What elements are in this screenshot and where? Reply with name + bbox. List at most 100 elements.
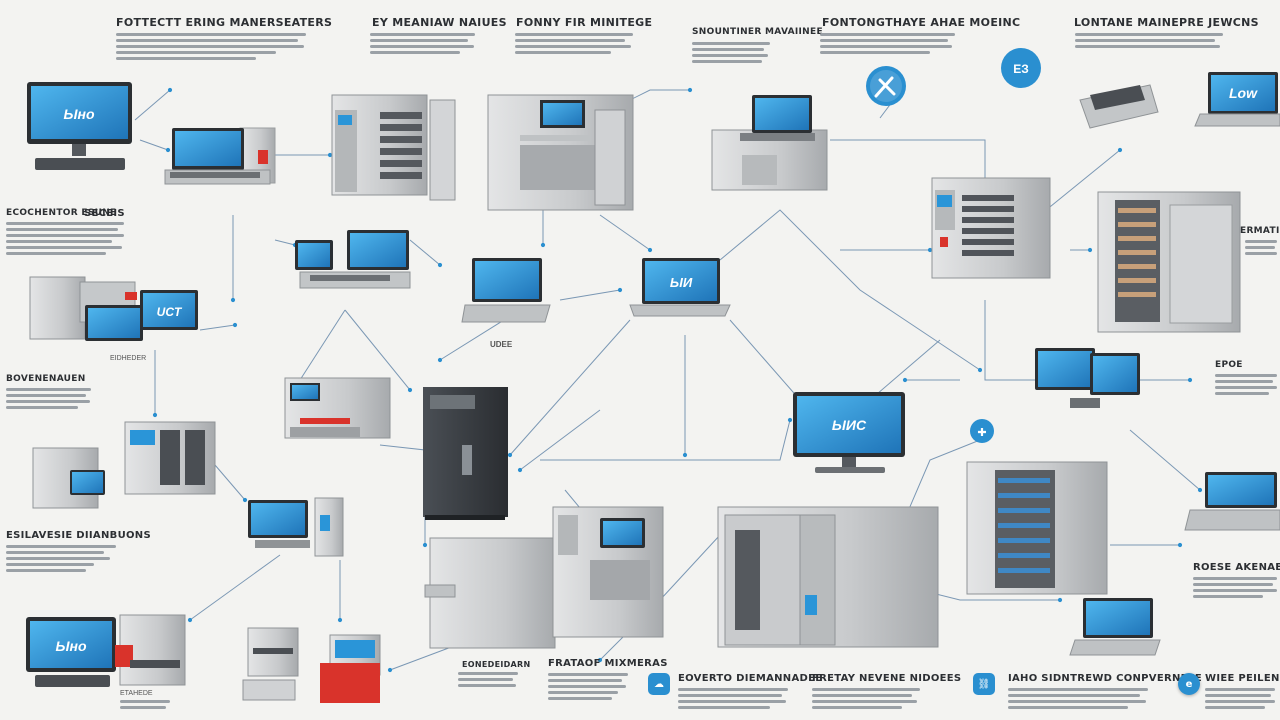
text-line xyxy=(678,706,770,709)
screen-label: ЫИ xyxy=(670,275,693,290)
text-block-left-2 xyxy=(6,388,91,409)
text-line xyxy=(1008,688,1148,691)
text-line xyxy=(548,691,618,694)
text-line xyxy=(6,222,124,225)
heading-left-1b: SECEIS xyxy=(84,208,125,219)
text-line xyxy=(116,45,304,48)
text-line xyxy=(692,48,764,51)
text-line xyxy=(1215,380,1273,383)
connector-line xyxy=(139,139,171,153)
text-line xyxy=(6,252,106,255)
tall-cabinet-right xyxy=(1097,191,1241,333)
text-line xyxy=(458,684,516,687)
text-line xyxy=(116,33,306,36)
text-line xyxy=(6,569,86,572)
text-line xyxy=(6,246,122,249)
heading-right-3: ROESE AKENAE xyxy=(1193,562,1280,573)
text-line xyxy=(6,228,118,231)
text-line xyxy=(370,39,468,42)
monitor-right-center: ЫИС xyxy=(793,392,905,473)
text-line xyxy=(548,673,628,676)
text-line xyxy=(370,51,460,54)
screen-label: Ыно xyxy=(63,106,94,122)
text-line xyxy=(6,406,78,409)
connector-line xyxy=(984,300,1043,383)
text-block-bottom-3 xyxy=(678,688,788,709)
caption-1: EIDHEDER xyxy=(110,355,147,362)
connector-lines xyxy=(134,87,1203,673)
screen-label: UCT xyxy=(157,305,183,319)
text-block-left-3 xyxy=(6,545,116,572)
text-line xyxy=(820,45,952,48)
heading-right-2: EPOE xyxy=(1215,360,1243,370)
text-line xyxy=(6,551,104,554)
large-cabinet-bottom xyxy=(717,506,939,648)
small-top-right-badge: ЕЗ xyxy=(1001,48,1041,88)
connector-line xyxy=(409,239,443,268)
server-rack-top xyxy=(331,94,456,201)
heading-bottom-3: EOVERTO DIEMANNADEE xyxy=(678,673,823,684)
text-line xyxy=(1193,595,1263,598)
text-line xyxy=(1008,694,1140,697)
text-block-right-3 xyxy=(1193,577,1277,598)
connector-line xyxy=(599,214,653,253)
badge-label: ЕЗ xyxy=(1013,62,1029,76)
text-line xyxy=(6,394,86,397)
text-line xyxy=(1245,240,1277,243)
text-block-right-2 xyxy=(1215,374,1277,395)
heading-left-1: ECOCHENTOR ESUNE xyxy=(6,208,117,218)
text-block-top-3 xyxy=(515,33,633,54)
heading-bottom-4: FRETAY NEVENE NIDOEES xyxy=(812,673,962,684)
text-line xyxy=(1075,33,1223,36)
connector-line xyxy=(379,444,428,548)
text-line xyxy=(548,679,622,682)
text-line xyxy=(548,685,626,688)
text-line xyxy=(1193,589,1277,592)
text-line xyxy=(1205,694,1271,697)
text-line xyxy=(458,678,513,681)
heading-top-6: LONTANE MAINEPRE JEWCNS xyxy=(1074,16,1259,29)
text-line xyxy=(820,33,955,36)
text-line xyxy=(515,51,611,54)
text-line xyxy=(6,557,110,560)
kiosk-left xyxy=(32,421,216,509)
laptop-station-mid xyxy=(461,258,551,323)
laptop-right-lower xyxy=(1184,472,1280,531)
link-badge: ⛓ xyxy=(973,673,995,695)
text-line xyxy=(458,672,518,675)
text-line xyxy=(1193,583,1273,586)
text-line xyxy=(370,45,474,48)
heading-top-5: FONTONGTHAYE AHAE MOEINC xyxy=(822,16,1021,29)
text-line xyxy=(1008,700,1146,703)
screen-label: ЫИС xyxy=(832,417,867,433)
monitor-center: ЫИ xyxy=(629,258,731,317)
terminal-printer-left: UCT xyxy=(29,276,198,341)
text-line xyxy=(1075,39,1215,42)
text-line xyxy=(6,234,124,237)
connector-line xyxy=(1039,147,1123,216)
globe-badge: e xyxy=(1178,673,1200,695)
text-block-bottom-4 xyxy=(812,688,920,709)
connector-line xyxy=(297,309,346,383)
text-line xyxy=(1193,577,1277,580)
text-block-bottom-6 xyxy=(1205,688,1275,709)
text-block-top-4 xyxy=(692,42,770,63)
text-block-bottom-1 xyxy=(458,672,518,687)
text-line xyxy=(370,33,475,36)
dark-server-tower xyxy=(423,387,508,520)
laptop-cabinet xyxy=(711,95,828,191)
text-block-top-5 xyxy=(820,33,955,54)
monitor-top-left: Ыно xyxy=(27,82,132,170)
screen-label: Ыно xyxy=(55,638,86,654)
text-line xyxy=(1215,374,1277,377)
heading-right-1: ERMATIO xyxy=(1240,226,1280,236)
text-line xyxy=(6,240,112,243)
text-line xyxy=(515,45,631,48)
text-line xyxy=(812,694,912,697)
text-line xyxy=(812,700,917,703)
caption-3: ETAHEDE xyxy=(120,690,153,697)
text-line xyxy=(1215,392,1269,395)
cloud-icon: ☁ xyxy=(654,678,664,690)
connector-line xyxy=(344,309,413,393)
